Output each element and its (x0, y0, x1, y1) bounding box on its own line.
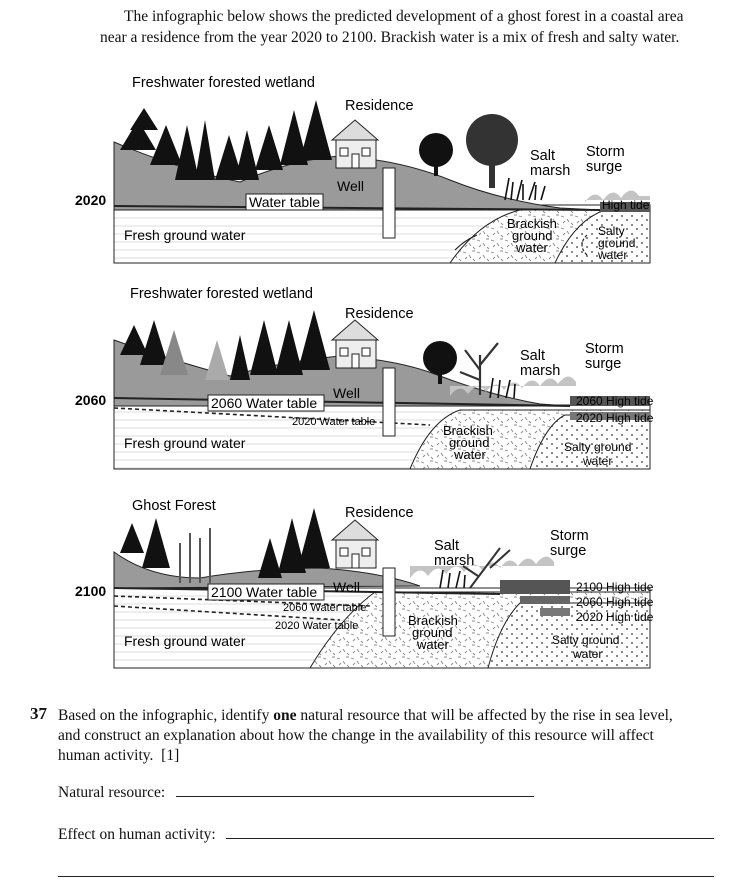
brackish-label-3: water (515, 240, 548, 255)
natural-resource-label: Natural resource: (58, 784, 166, 801)
effect-answer-line[interactable] (226, 838, 714, 839)
residence-label: Residence (345, 505, 414, 521)
fresh-water-label: Fresh ground water (124, 633, 246, 649)
effect-label: Effect on human activity: (58, 826, 216, 843)
high-tide-2060-label: 2060 High tide (576, 595, 654, 609)
question-points: [1] (161, 747, 180, 764)
high-tide-label: High tide (602, 198, 650, 212)
fresh-water-label: Fresh ground water (124, 227, 246, 243)
year-label: 2060 (75, 392, 106, 408)
brackish-label-3: water (416, 637, 449, 652)
high-tide-2100-label: 2100 High tide (576, 580, 654, 594)
residence-label: Residence (345, 306, 414, 322)
brackish-label: Brackish (507, 216, 557, 231)
salty-label: Salty ground (564, 440, 631, 454)
forest-label: Freshwater forested wetland (130, 286, 313, 302)
storm-surge-label-2: surge (585, 356, 621, 372)
residence-label: Residence (345, 98, 414, 114)
water-table-label: 2100 Water table (211, 584, 317, 600)
well-label: Well (333, 579, 360, 595)
well-label: Well (333, 385, 360, 401)
effect-answer-line-2[interactable] (58, 876, 714, 877)
salty-label-2: water (572, 647, 602, 661)
well-pipe (382, 167, 396, 239)
panel-2060: 2060 Freshwater forested wetland Residen… (0, 280, 730, 480)
forest-trees (120, 100, 332, 180)
brackish-label: Brackish (408, 613, 458, 628)
salt-marsh-label-2: marsh (530, 163, 570, 179)
brackish-label-2: ground (412, 625, 452, 640)
storm-surge-label: Storm (585, 341, 624, 357)
brackish-label-2: ground (449, 435, 489, 450)
salt-marsh-label: Salt (530, 148, 555, 164)
water-table-2060-label: 2060 Water table (283, 602, 366, 614)
high-tide-2020-label: 2020 High tide (576, 610, 654, 624)
salt-marsh-label: Salt (434, 538, 459, 554)
storm-surge-label-2: surge (550, 543, 586, 559)
well-label: Well (337, 178, 364, 194)
water-table-label: Water table (249, 194, 320, 210)
storm-surge-label-2: surge (586, 159, 622, 175)
salty-label: Salty (598, 224, 625, 238)
water-table-2020-label: 2020 Water table (275, 620, 358, 632)
storm-surge-label: Storm (550, 528, 589, 544)
water-table-label: 2060 Water table (211, 395, 317, 411)
brackish-label: Brackish (443, 423, 493, 438)
salty-label-2: ground (598, 236, 635, 250)
salty-label-3: water (597, 248, 627, 262)
natural-resource-answer-line[interactable] (176, 796, 534, 797)
panel-2020: 2020 Freshwater forested wetland Residen… (0, 70, 730, 270)
intro-text: The infographic below shows the predicte… (100, 8, 684, 46)
salt-marsh-label-2: marsh (520, 363, 560, 379)
question-number: 37 (30, 704, 47, 723)
salty-label-2: water (582, 454, 612, 468)
high-tide-2020-label: 2020 High tide (576, 411, 654, 425)
year-label: 2020 (75, 192, 106, 208)
salt-marsh-label: Salt (520, 348, 545, 364)
brackish-label-3: water (453, 447, 486, 462)
high-tide-2060-label: 2060 High tide (576, 394, 654, 408)
forest-label: Freshwater forested wetland (132, 75, 315, 91)
brackish-label-2: ground (512, 228, 552, 243)
old-water-table-label: 2020 Water table (292, 416, 375, 428)
intro-paragraph: The infographic below shows the predicte… (100, 6, 700, 48)
residence-house (330, 119, 380, 169)
salt-marsh-label-2: marsh (434, 553, 474, 569)
fresh-water-label: Fresh ground water (124, 435, 246, 451)
ghost-forest-label: Ghost Forest (132, 498, 216, 514)
storm-surge-label: Storm (586, 144, 625, 160)
year-label: 2100 (75, 583, 106, 599)
question-text: Based on the infographic, identify one n… (58, 707, 673, 764)
salty-label: Salty ground (552, 633, 619, 647)
panel-2100: 2100 Ghost Forest Residence Well 2100 Wa… (0, 488, 730, 678)
